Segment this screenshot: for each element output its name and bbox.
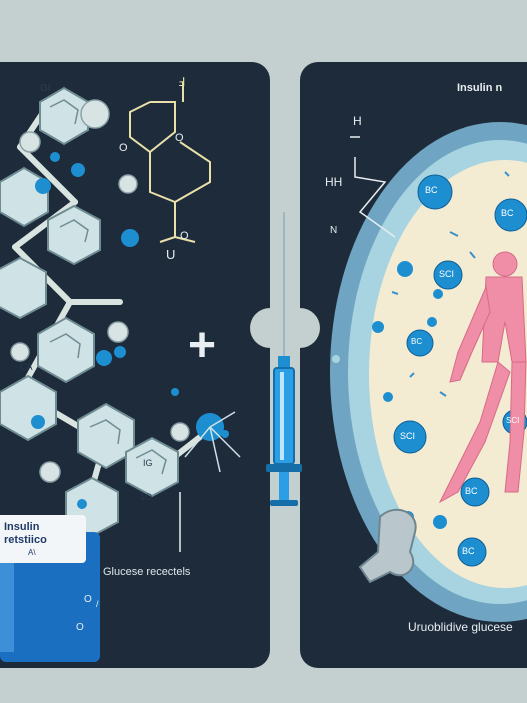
cell-label-5: SCI [506,416,520,425]
small-o1: O [84,594,92,605]
right-title: Insulin n [457,82,503,94]
vial-label: Insulin retstiico A\ [0,515,86,563]
vial-line1: Insulin [4,521,40,533]
mol-label-a: CA [20,362,33,372]
right-panel: Insulin n H HH N BC SCI BC BC SCI SCI BC… [300,62,527,668]
struct-u: U [166,247,176,262]
struct-o2: O [175,132,184,144]
left-panel: GI CA IG 1O O O O U Ⅎ Glucese recectels … [0,62,270,668]
left-caption: Glucese recectels [103,566,191,578]
cell-label-0: BC [425,185,438,195]
formula-h: H [353,114,362,128]
panel-notch-right [280,308,320,348]
cell-diagram [330,122,527,622]
mol-label-c: 1O [140,492,153,502]
small-slash: / [96,599,99,609]
cell-label-4: SCI [400,431,416,441]
cell-label-3: BC [501,208,514,218]
struct-o1: O [119,142,128,154]
mol-label-b: IG [143,458,153,468]
struct-arrow: Ⅎ [178,75,185,89]
vial-line3: A\ [28,548,36,557]
cell-label-1: SCI [439,269,455,279]
small-o2: O [76,622,84,633]
formula-n: N [330,225,338,236]
right-caption: Uruoblidive glucese [408,620,513,634]
formula-hh: HH [325,175,343,189]
cell-label-6: BC [465,486,478,496]
cell-label-2: BC [411,337,423,346]
struct-o3: O [180,230,189,242]
mol-label-top: GI [40,83,51,94]
cell-label-7: BC [462,546,475,556]
plus-sign: + [188,319,217,372]
vial-line2: retstiico [4,534,47,546]
